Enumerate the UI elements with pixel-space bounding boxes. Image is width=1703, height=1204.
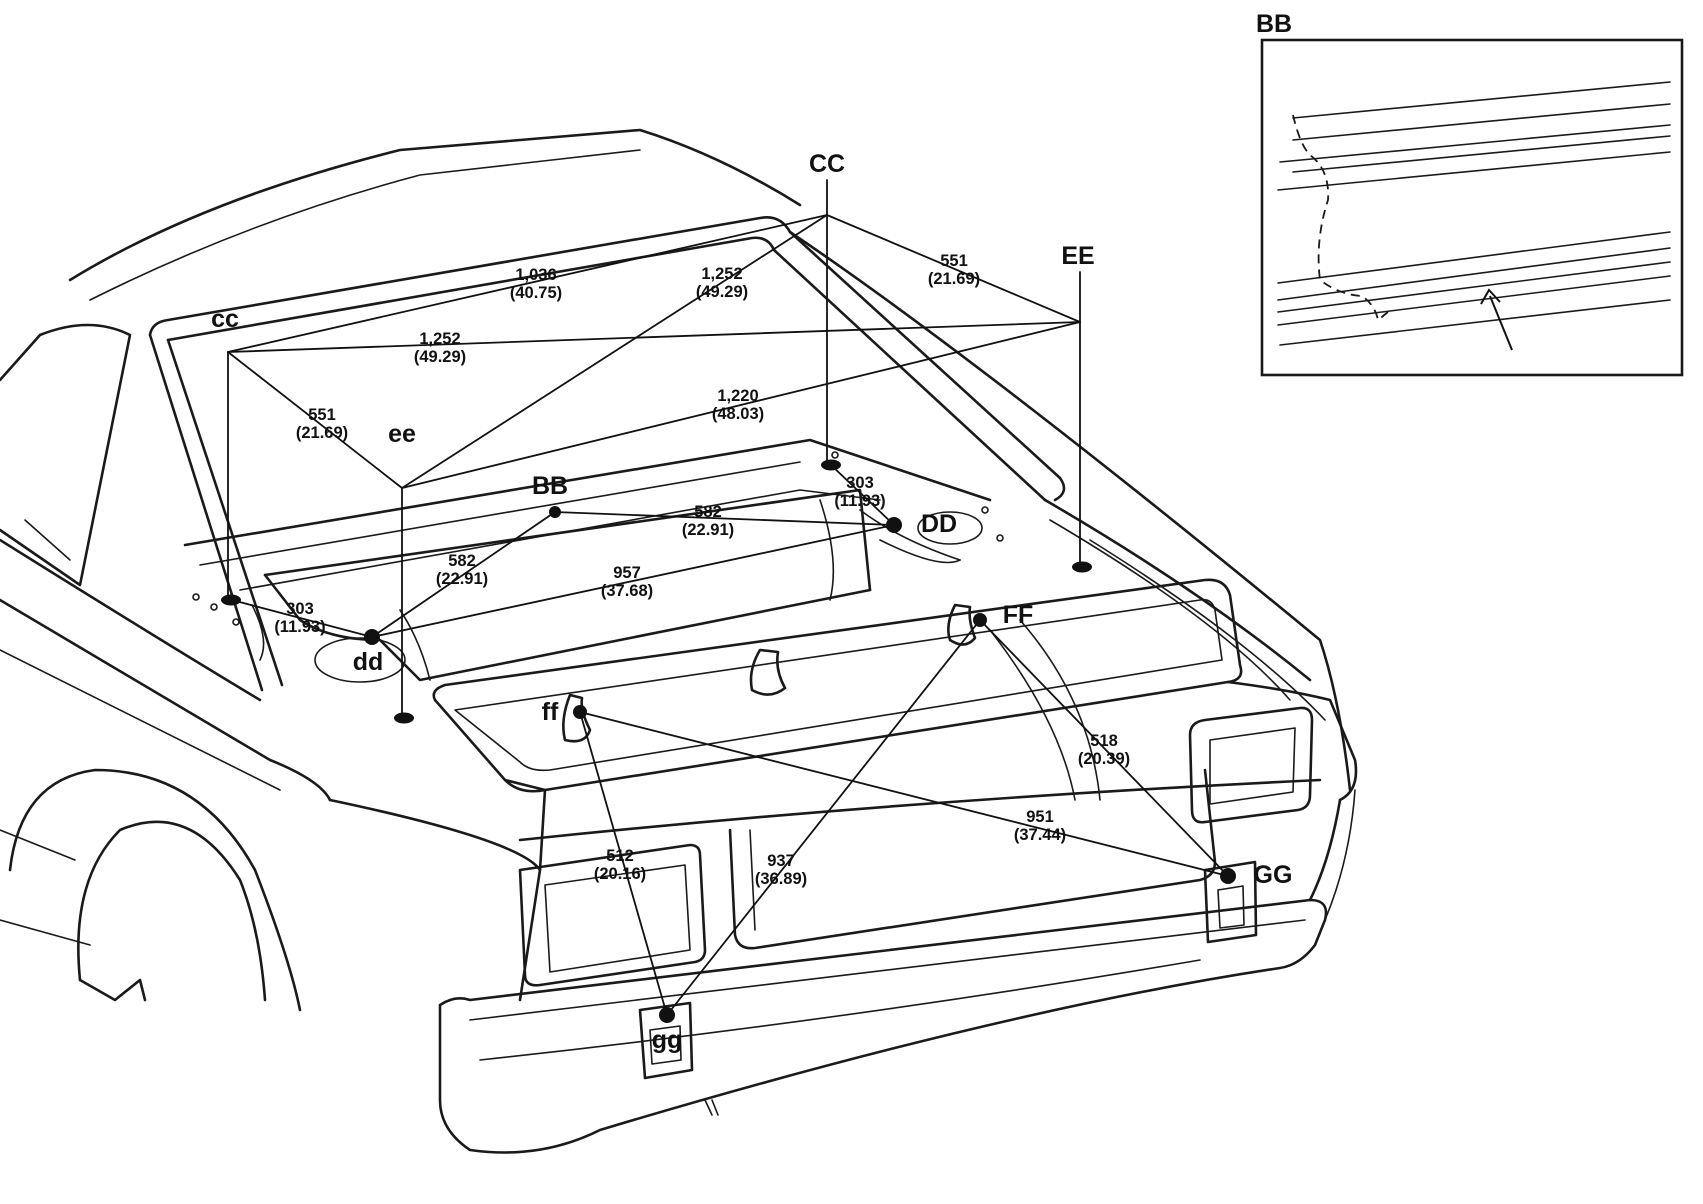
dimension-in: (21.69) [296, 424, 348, 442]
point-labels: CC cc EE ee BB DD dd FF ff GG gg [211, 150, 1292, 1054]
label-FF: FF [1003, 601, 1034, 629]
label-GG: GG [1254, 861, 1293, 889]
line-cc-dd [231, 599, 373, 638]
dimension-mm: 582 [694, 503, 722, 521]
dimension-label: 551 (21.69) [296, 406, 348, 442]
label-CC: CC [809, 150, 845, 178]
dimension-mm: 582 [448, 552, 476, 570]
dimension-label: 1,220 (48.03) [712, 387, 764, 423]
dimension-mm: 518 [1090, 732, 1118, 750]
point-BB-dot [549, 506, 561, 518]
dimension-mm: 512 [606, 847, 634, 865]
label-DD: DD [921, 510, 957, 538]
dimension-mm: 551 [940, 252, 968, 270]
dimension-mm: 551 [308, 406, 336, 424]
dimension-in: (20.39) [1078, 750, 1130, 768]
dimension-label: 512 (20.16) [594, 847, 646, 883]
dimension-in: (37.44) [1014, 826, 1066, 844]
inset-frame [1260, 38, 1684, 377]
dimension-label: 1,252 (49.29) [696, 265, 748, 301]
dimension-label: 1,036 (40.75) [510, 266, 562, 302]
measurement-lines [227, 179, 1229, 1016]
dimension-label: 518 (20.39) [1078, 732, 1130, 768]
inset-bb-detail: BB [1256, 10, 1684, 377]
dimension-mm: 303 [286, 600, 314, 618]
dimension-mm: 303 [846, 474, 874, 492]
point-dd-dot [364, 629, 380, 645]
label-gg: gg [652, 1026, 683, 1054]
dimension-mm: 1,252 [419, 330, 460, 348]
dimension-mm: 1,220 [717, 387, 758, 405]
label-ee: ee [388, 420, 416, 448]
line-BB-DD [554, 511, 895, 526]
measurement-points [221, 459, 1236, 1023]
line-cc-ee [227, 351, 403, 489]
point-DD-dot [886, 517, 902, 533]
car-body-outline [0, 128, 1358, 1154]
dimension-label: 937 (36.89) [755, 852, 807, 888]
dimension-mm: 1,036 [515, 266, 556, 284]
line-ff-GG [579, 711, 1229, 877]
point-GG-dot [1220, 868, 1236, 884]
dimension-in: (22.91) [436, 570, 488, 588]
dimension-in: (11.93) [834, 492, 885, 510]
dimension-label: 303 (11.93) [274, 600, 325, 636]
dimension-label: 951 (37.44) [1014, 808, 1066, 844]
point-EE-dot [1072, 561, 1092, 573]
dimension-label: 303 (11.93) [834, 474, 885, 510]
dimension-in: (36.89) [755, 870, 807, 888]
line-FF-GG [979, 619, 1229, 877]
label-dd: dd [353, 648, 384, 676]
line-cc-CC [227, 214, 828, 353]
dimension-label: 1,252 (49.29) [414, 330, 466, 366]
dimension-in: (20.16) [594, 865, 646, 883]
line-ee-EE [401, 321, 1081, 489]
line-BB-dd [371, 511, 556, 638]
dimension-in: (49.29) [414, 348, 466, 366]
inset-label: BB [1256, 10, 1292, 38]
dimension-in: (49.29) [696, 283, 748, 301]
dimension-mm: 957 [613, 564, 641, 582]
point-CC-dot [821, 459, 841, 471]
dimension-labels: 1,036 (40.75) 1,252 (49.29) 551 (21.69) … [274, 252, 1130, 888]
dimension-in: (40.75) [510, 284, 562, 302]
dimension-in: (37.68) [601, 582, 653, 600]
point-ff-dot [573, 705, 587, 719]
line-dd-DD [371, 524, 895, 638]
dimension-label: 582 (22.91) [436, 552, 488, 588]
label-cc: cc [211, 305, 239, 333]
point-FF-dot [973, 613, 987, 627]
dimension-label: 551 (21.69) [928, 252, 980, 288]
dimension-in: (22.91) [682, 521, 734, 539]
dimension-mm: 1,252 [701, 265, 742, 283]
label-EE: EE [1061, 242, 1094, 270]
point-ee-dot [394, 712, 414, 724]
arrow-shaft [1489, 295, 1513, 351]
cut-outline [1292, 114, 1389, 322]
point-gg-dot [659, 1007, 675, 1023]
line-CC-ee [401, 214, 828, 489]
dimension-mm: 951 [1026, 808, 1054, 826]
dimension-in: (48.03) [712, 405, 764, 423]
line-CC-EE [826, 214, 1081, 323]
dimension-in: (21.69) [928, 270, 980, 288]
line-cc-EE [227, 321, 1081, 353]
label-BB: BB [532, 472, 568, 500]
dimension-label: 582 (22.91) [682, 503, 734, 539]
label-ff: ff [542, 698, 559, 726]
dimension-in: (11.93) [274, 618, 325, 636]
point-cc-dot [221, 594, 241, 606]
dimension-label: 957 (37.68) [601, 564, 653, 600]
line-ff-gg [579, 711, 668, 1016]
line-CC-DD [830, 464, 895, 526]
arrow-head-icon [1480, 288, 1501, 305]
dimension-mm: 937 [767, 852, 795, 870]
line-FF-gg [666, 619, 981, 1016]
